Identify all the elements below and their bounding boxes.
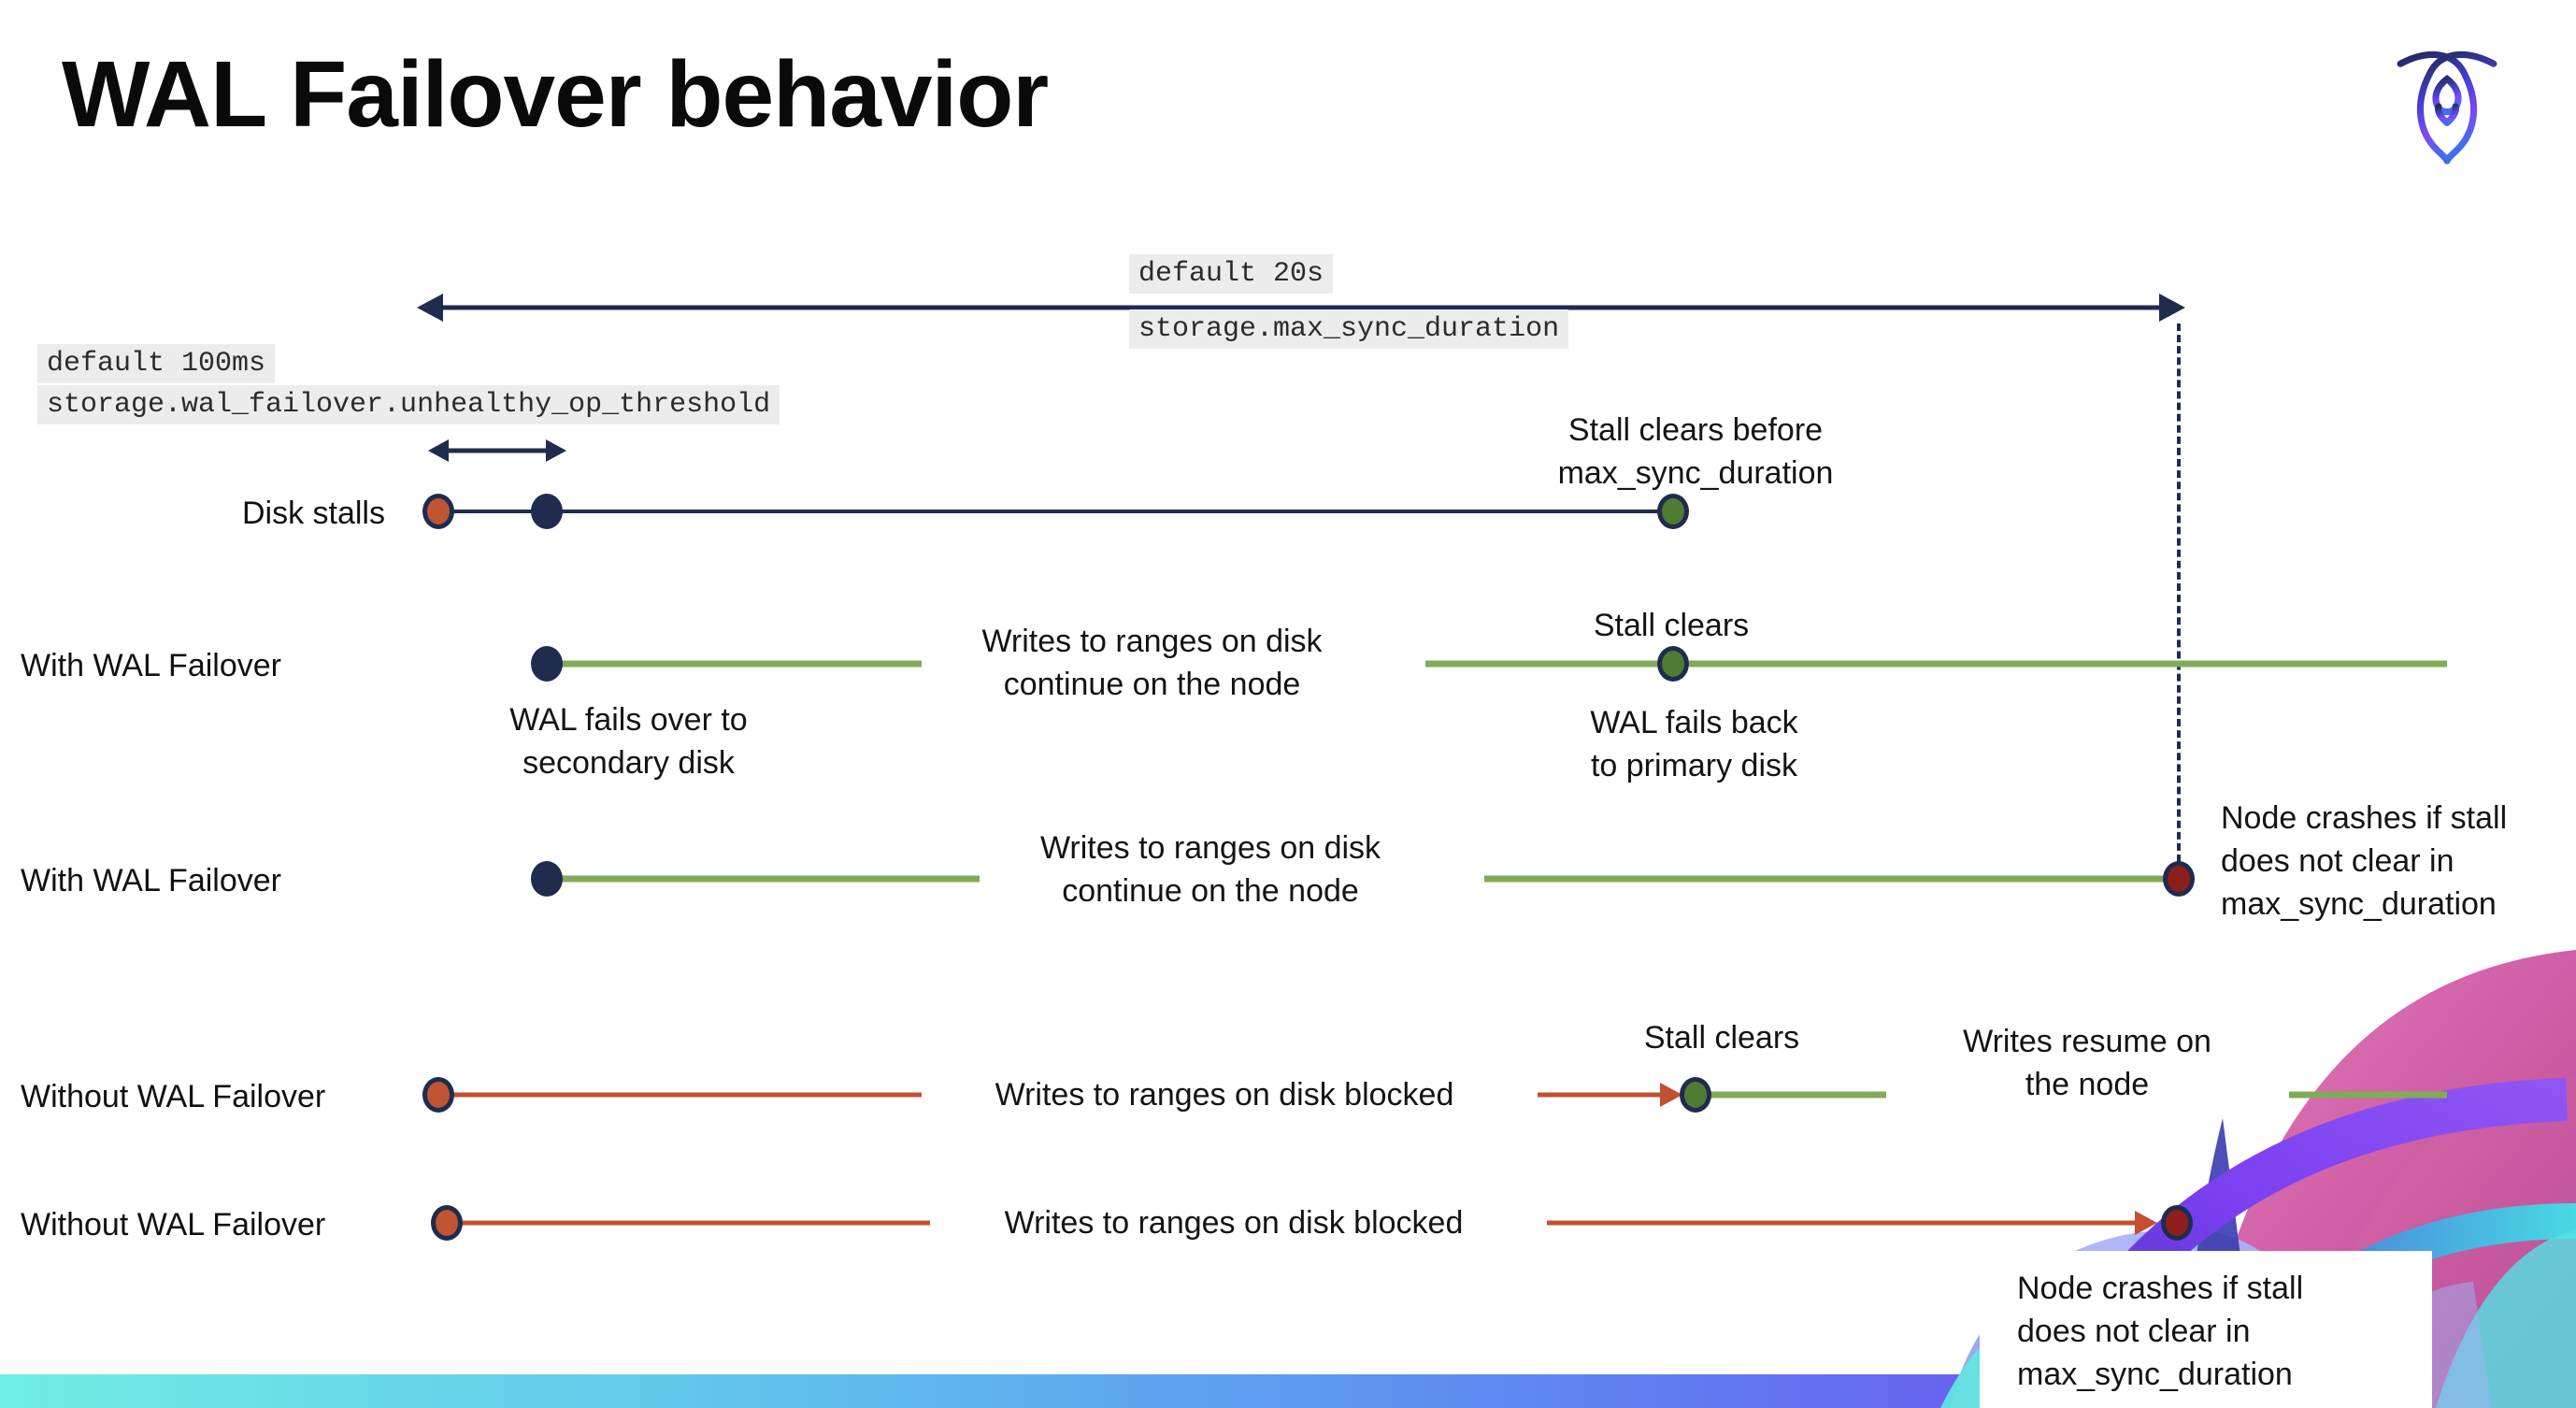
failover-dot xyxy=(531,861,563,897)
row-label-without-wal-failover: Without WAL Failover xyxy=(21,1207,326,1243)
max-sync-setting-label: storage.max_sync_duration xyxy=(1129,309,1569,349)
timeline-line xyxy=(438,510,547,513)
timeline-line xyxy=(547,875,980,883)
stall-clears-before-note: Stall clears before max_sync_duration xyxy=(1557,412,1834,491)
arrowhead-right-icon xyxy=(2135,1211,2157,1235)
row-label-without-wal-failover: Without WAL Failover xyxy=(21,1079,326,1114)
writes-continue-note: Writes to ranges on disk continue on the… xyxy=(981,624,1323,702)
writes-blocked-note: Writes to ranges on disk blocked xyxy=(1004,1205,1464,1241)
timeline-line xyxy=(1710,1091,1886,1099)
max-sync-duration-span-line xyxy=(439,305,2163,310)
timeline-line xyxy=(447,1220,930,1226)
timeline-line xyxy=(1547,1220,2139,1226)
timeline-line xyxy=(2289,1091,2447,1099)
row-label-disk-stalls: Disk stalls xyxy=(241,496,385,531)
arrowhead-right-icon xyxy=(1660,1083,1682,1107)
timeline-line xyxy=(1484,875,2166,883)
stall-clears-dot xyxy=(1657,646,1689,682)
stall-start-dot xyxy=(431,1205,463,1241)
failover-secondary-note: WAL fails over to secondary disk xyxy=(509,702,748,781)
timeline-line xyxy=(1689,660,2447,668)
arrowhead-right-icon xyxy=(546,439,566,462)
fails-back-note: WAL fails back to primary disk xyxy=(1590,705,1798,783)
threshold-span-line xyxy=(447,448,548,453)
stall-clears-dot xyxy=(1657,494,1689,529)
stall-start-dot xyxy=(422,1077,454,1113)
threshold-setting-label: storage.wal_failover.unhealthy_op_thresh… xyxy=(37,385,780,424)
node-crash-note: Node crashes if stall does not clear in … xyxy=(2017,1271,2304,1392)
failover-dot xyxy=(531,646,563,682)
writes-continue-note: Writes to ranges on disk continue on the… xyxy=(1039,830,1381,909)
writes-blocked-note: Writes to ranges on disk blocked xyxy=(995,1077,1454,1113)
timeline-line xyxy=(547,510,1671,513)
crash-note-box xyxy=(1980,1251,2432,1408)
arrowhead-left-icon xyxy=(417,294,443,322)
arrowhead-left-icon xyxy=(428,439,449,462)
row-label-with-wal-failover: With WAL Failover xyxy=(21,863,281,898)
arrowhead-right-icon xyxy=(2159,294,2185,322)
stall-clears-note: Stall clears xyxy=(1593,608,1750,643)
node-crash-dot xyxy=(2161,1205,2193,1241)
page-title: WAL Failover behavior xyxy=(62,42,1049,147)
stall-start-dot xyxy=(422,494,454,529)
timeline-line xyxy=(438,1092,922,1098)
failover-threshold-dot xyxy=(531,494,563,529)
max-sync-default-label: default 20s xyxy=(1129,254,1334,294)
timeline-line xyxy=(1425,660,1657,668)
row-label-with-wal-failover: With WAL Failover xyxy=(21,648,281,683)
writes-resume-note: Writes resume on the node xyxy=(1963,1024,2211,1102)
stall-clears-dot xyxy=(1680,1077,1711,1113)
max-sync-deadline-dashed-line xyxy=(2177,323,2181,862)
cockroachdb-logo-icon xyxy=(2397,50,2497,165)
timeline-line xyxy=(1538,1092,1666,1098)
node-crash-dot xyxy=(2163,861,2195,897)
stall-clears-note: Stall clears xyxy=(1643,1020,1800,1056)
timeline-line xyxy=(547,660,922,668)
threshold-default-label: default 100ms xyxy=(37,344,276,383)
node-crash-note: Node crashes if stall does not clear in … xyxy=(2221,800,2508,922)
